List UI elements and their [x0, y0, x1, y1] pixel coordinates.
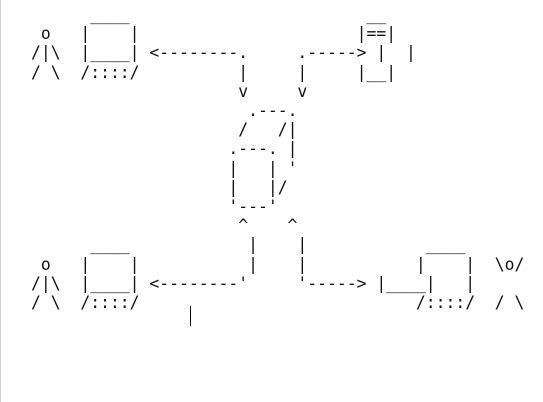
ascii-diagram: ____ __ o | | |==| /|\ |____| <--------.… [31, 5, 525, 313]
text-cursor [190, 306, 191, 326]
